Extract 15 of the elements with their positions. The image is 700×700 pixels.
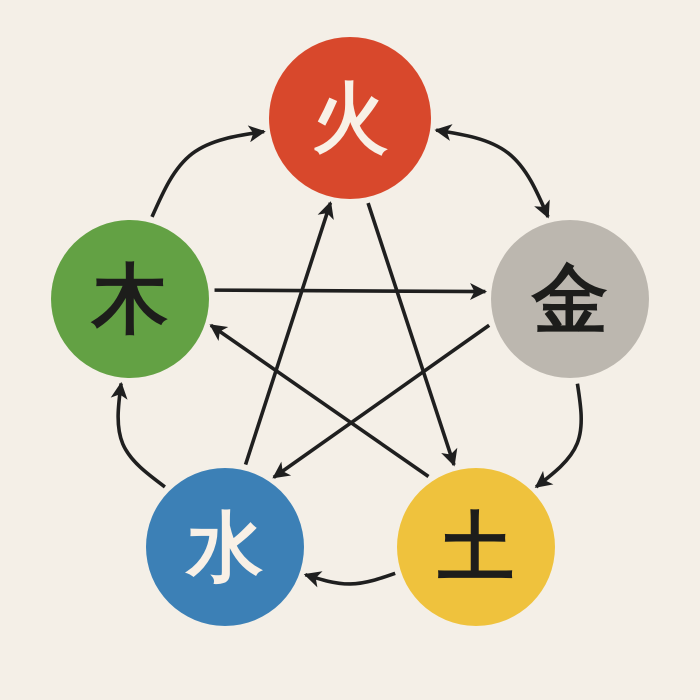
curved-arrow [110,382,166,488]
curved-arrow [150,125,266,218]
arrow [209,324,430,478]
arrow [214,283,488,300]
element-character: 水 [187,509,263,585]
element-character: 火 [312,80,388,156]
curved-arrow [304,571,396,588]
curved-arrow [534,383,583,488]
arrow [244,201,334,466]
element-character: 土 [438,509,514,585]
arrow [366,202,458,466]
arrow [272,324,490,479]
double-headed-arrow [434,124,550,218]
element-character: 木 [92,261,168,337]
element-character: 金 [532,261,608,337]
